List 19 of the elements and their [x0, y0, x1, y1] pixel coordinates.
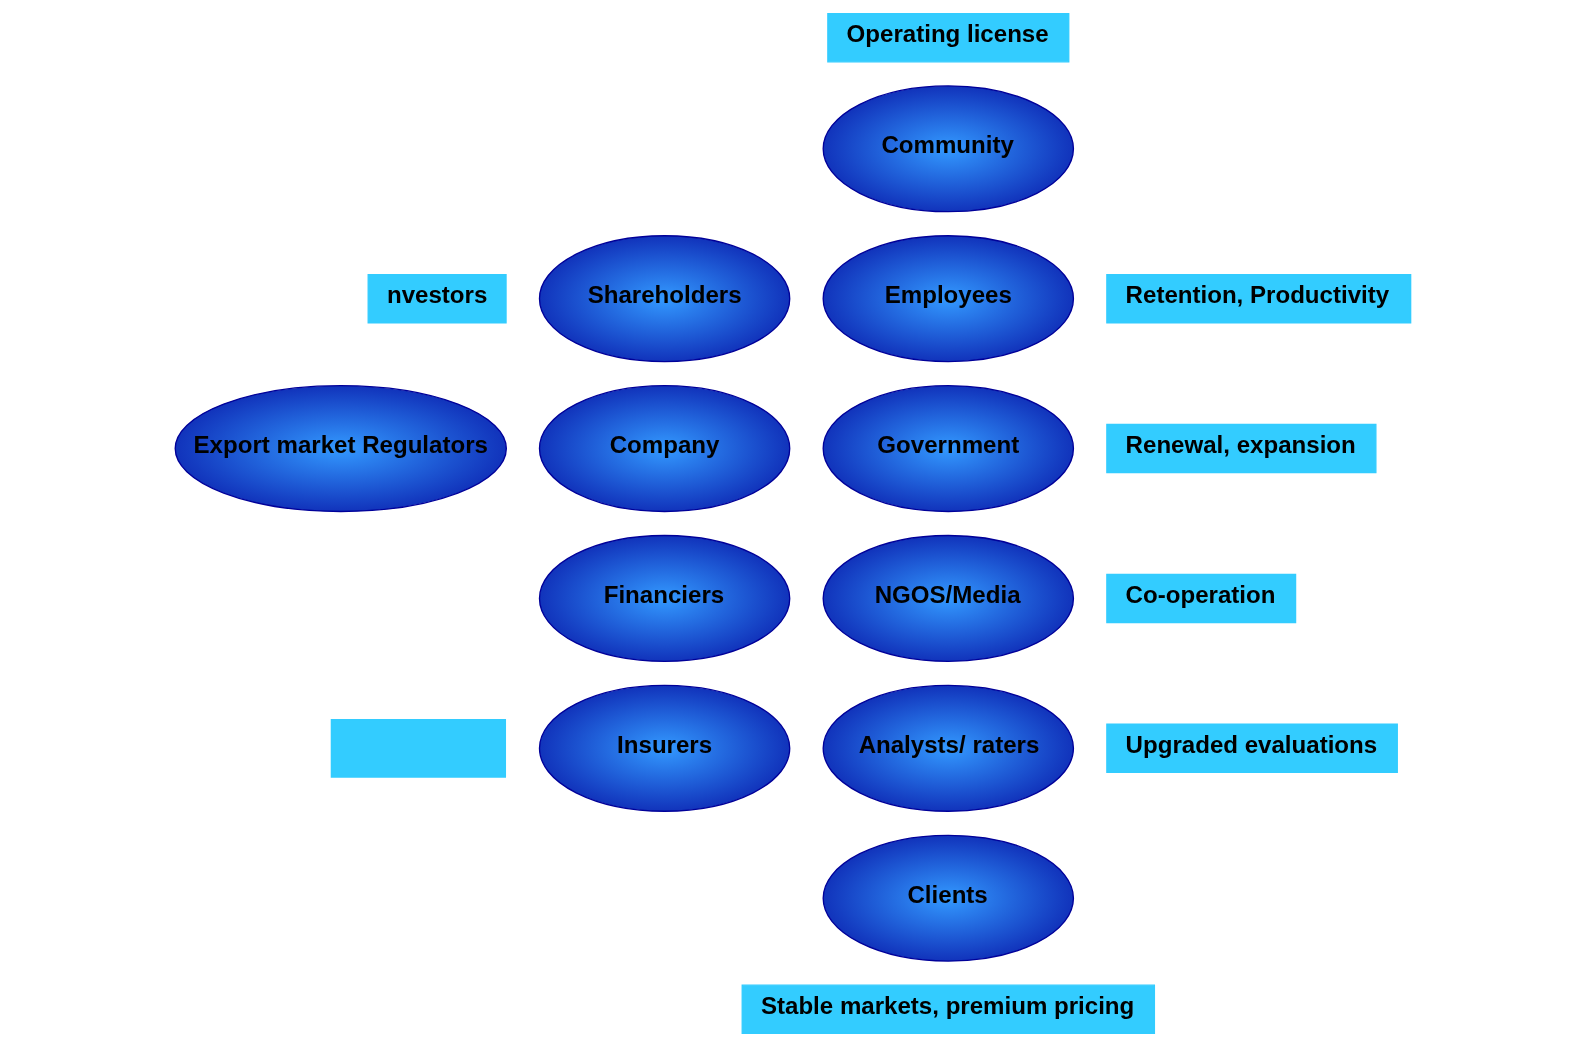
node-box: [330, 718, 506, 778]
node-ellipse: Analysts/ raters: [822, 684, 1074, 812]
node-box: Retention, Productivity: [1105, 273, 1411, 324]
node-box: Co-operation: [1105, 573, 1296, 624]
node-box: nvestors: [367, 273, 507, 324]
node-ellipse: Community: [822, 85, 1074, 213]
node-box: Operating license: [826, 13, 1069, 63]
node-ellipse: Government: [822, 385, 1074, 513]
node-box: Upgraded evaluations: [1105, 723, 1398, 774]
node-ellipse: Company: [538, 385, 790, 513]
node-ellipse: Employees: [822, 235, 1074, 363]
node-box: Renewal, expansion: [1105, 423, 1376, 474]
node-ellipse: Insurers: [538, 684, 790, 812]
node-ellipse: NGOS/Media: [822, 534, 1074, 662]
node-ellipse: Financiers: [538, 534, 790, 662]
node-ellipse: Export market Regulators: [174, 385, 507, 513]
node-ellipse: Shareholders: [538, 235, 790, 363]
node-box: Stable markets, premium pricing: [741, 984, 1155, 1034]
node-ellipse: Clients: [822, 834, 1074, 962]
